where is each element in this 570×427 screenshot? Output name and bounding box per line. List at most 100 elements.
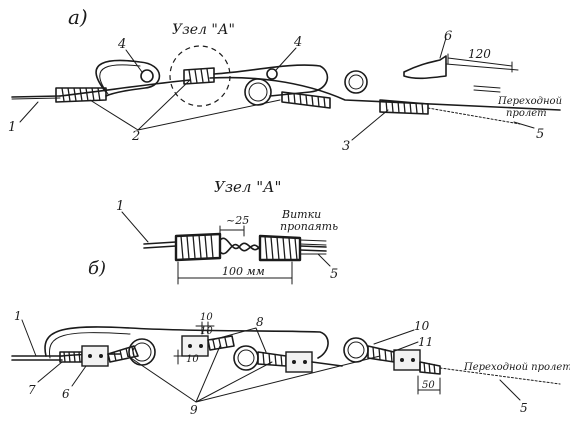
c-clamp-mid-bolt-b xyxy=(303,360,307,364)
node-a-circle xyxy=(169,45,231,107)
b-coil-right xyxy=(258,234,302,262)
conductor-right xyxy=(209,76,561,111)
b-strands xyxy=(299,239,327,255)
c-dim-10a-line xyxy=(195,321,215,335)
c-big-loop-inner xyxy=(48,332,131,359)
c-eye-left-inner xyxy=(132,342,152,362)
callout-a-4-left: 4 xyxy=(117,37,126,52)
b-coil-left xyxy=(174,232,222,262)
b-dim-100: 100 мм xyxy=(222,265,265,278)
middle-eye-inner xyxy=(248,82,268,102)
c-clamp-right-bolt-a xyxy=(400,358,404,362)
c-conductor-right xyxy=(311,361,343,367)
transition-text-l2: пролет xyxy=(506,108,547,119)
c-leader-5 xyxy=(499,379,521,401)
c-coil-mid xyxy=(257,351,287,367)
clip-4-right xyxy=(266,68,278,80)
leader-6 xyxy=(439,37,447,59)
b-callout-1: 1 xyxy=(116,199,124,214)
b-callout-5: 5 xyxy=(330,267,338,282)
c-eye-right-inner xyxy=(347,341,365,359)
c-coil-right xyxy=(367,345,395,363)
b-leader-1 xyxy=(121,211,149,243)
c-callout-10-left: 10 xyxy=(200,326,213,337)
c-callout-9: 9 xyxy=(190,403,198,417)
c-callout-7: 7 xyxy=(28,383,36,397)
small-loop-a-inner xyxy=(348,74,364,90)
clip-detail-wire xyxy=(445,63,519,71)
callout-a-4-right: 4 xyxy=(293,35,302,50)
transition-text-l1: Переходной xyxy=(497,96,562,107)
c-clamp-mid-top-bolt-a xyxy=(188,344,192,348)
c-leader-6 xyxy=(71,365,87,387)
b-conductor-left xyxy=(143,241,177,249)
leader-4b xyxy=(275,47,297,71)
c-clamp-mid-top xyxy=(181,335,209,357)
node-a-coil xyxy=(183,67,215,85)
c-clamp-right xyxy=(393,349,421,371)
c-dim-50: 50 xyxy=(422,380,435,391)
c-leader-8 xyxy=(211,327,267,353)
detail-small-bars xyxy=(473,85,501,93)
node-a-title: Узел "А" xyxy=(172,22,235,38)
conductor-to-node xyxy=(59,79,191,97)
b-dim-25: ~25 xyxy=(226,214,249,227)
c-callout-11: 11 xyxy=(418,335,433,349)
c-dim-10b-line xyxy=(173,349,183,365)
c-dim-10b: 10 xyxy=(186,354,199,365)
leader-2 xyxy=(89,79,281,131)
c-conductor-left xyxy=(11,355,63,361)
c-clamp-right-bolt-b xyxy=(411,358,415,362)
section-b-title: Узел "А" xyxy=(214,178,281,196)
b-twist-1 xyxy=(219,237,261,251)
c-dim-50-line xyxy=(417,375,441,395)
right-bandage-coil xyxy=(379,99,429,115)
b-conductor-right xyxy=(299,245,327,252)
c-callout-8: 8 xyxy=(256,315,264,329)
clip-detail-6 xyxy=(403,55,447,80)
section-a-marker: а) xyxy=(68,5,88,29)
section-a: а) Узел "А" xyxy=(8,5,562,154)
conductor-left xyxy=(11,95,61,98)
c-dim-10a: 10 xyxy=(200,312,213,323)
b-dim-100-line xyxy=(177,261,293,285)
leader-1 xyxy=(19,101,39,123)
section-b: б) Узел "А" ~25 Витки пропаять 100 мм 1 xyxy=(88,178,338,285)
left-loop-inner xyxy=(99,64,141,95)
c-coil-left-loop xyxy=(107,345,139,363)
c-clamp-mid-top-bolt-b xyxy=(199,344,203,348)
c-transition-strand xyxy=(439,367,561,385)
middle-loop xyxy=(213,64,329,97)
c-coil-7 xyxy=(59,351,83,363)
callout-a-6: 6 xyxy=(444,29,452,44)
c-leader-10 xyxy=(373,329,415,345)
left-loop xyxy=(95,59,161,97)
b-note-1: Витки xyxy=(281,208,321,221)
c-clamp-mid-bolt-a xyxy=(292,360,296,364)
leader-5 xyxy=(513,121,535,129)
c-leader-9 xyxy=(127,345,381,403)
c-clamp-mid xyxy=(285,351,313,373)
c-clamp-6-bolt-a xyxy=(88,354,92,358)
c-callout-1: 1 xyxy=(14,309,22,323)
b-leader-5 xyxy=(317,253,331,267)
b-twist-2 xyxy=(219,243,261,255)
c-leader-1 xyxy=(21,319,37,357)
c-transition-text: Переходной пролет xyxy=(463,362,570,373)
leader-3 xyxy=(351,109,389,141)
leader-4a xyxy=(125,49,143,73)
dim-120-ext xyxy=(447,53,513,73)
section-b-marker: б) xyxy=(88,258,106,279)
c-callout-6: 6 xyxy=(62,387,70,401)
c-clamp-6 xyxy=(81,345,109,367)
transition-strand xyxy=(427,107,521,125)
b-note-2: пропаять xyxy=(280,220,338,233)
c-coil-mid-top xyxy=(207,335,235,351)
middle-bandage-coil xyxy=(281,91,331,109)
b-dim-25-line xyxy=(219,225,245,237)
c-leader-7 xyxy=(37,361,63,383)
callout-a-3: 3 xyxy=(342,139,350,154)
section-c: 10 10 50 Переходной пролет xyxy=(11,309,570,417)
